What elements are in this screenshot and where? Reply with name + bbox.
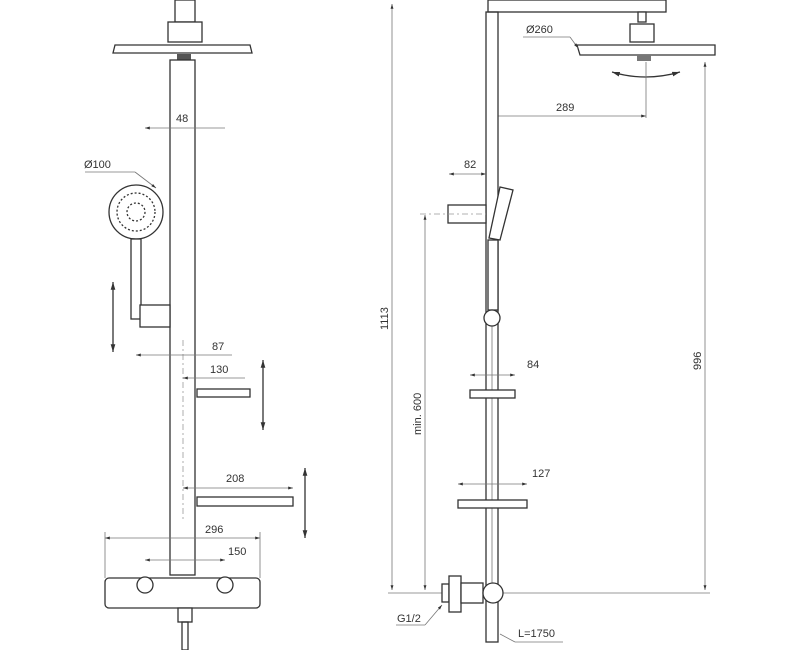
tilt-arrow-icon [611,71,681,78]
dim-total-height: 1113 [379,307,391,330]
small-shelf [196,388,251,398]
head-mount-side [629,23,655,43]
large-shelf [196,496,294,507]
shower-column [169,59,196,576]
overhead-shower-side [576,44,716,56]
thermostat-mixer [104,576,261,650]
dim-holder-offset: 87 [212,341,224,353]
side-view: Ø260 289 82 84 127 1113 min. 600 996 [379,0,716,643]
dim-small-shelf: 130 [210,364,228,376]
dim-arm-projection: 289 [556,102,574,114]
column-top [174,0,196,23]
dim-column-width: 48 [176,113,188,125]
dim-hose-length: L=1750 [518,628,555,640]
overhead-shower [112,44,253,54]
wall-connection [441,575,504,613]
head-nozzle [177,54,191,60]
shower-column-side [485,11,499,643]
dim-large-shelf: 208 [226,473,244,485]
small-shelf-side [469,389,516,399]
shower-arm [487,0,667,13]
dim-mixer-width: 296 [205,524,223,536]
head-mount [167,21,203,43]
dim-hand-shower-diameter: Ø100 [84,159,111,171]
dim-overhead-height: 996 [692,352,704,370]
dim-holder-projection: 82 [464,159,476,171]
dim-inlet-spacing: 150 [228,546,246,558]
dim-small-shelf-depth: 84 [527,359,539,371]
dim-overhead-diameter: Ø260 [526,24,553,36]
dim-inlet-thread: G1/2 [397,613,421,625]
hand-shower-side [488,186,514,241]
hand-shower [108,184,171,328]
front-view: 48 Ø100 87 130 208 296 150 [84,0,308,650]
dim-large-shelf-depth: 127 [532,468,550,480]
large-shelf-side [457,499,528,509]
dim-holder-min-height: min. 600 [412,393,424,435]
